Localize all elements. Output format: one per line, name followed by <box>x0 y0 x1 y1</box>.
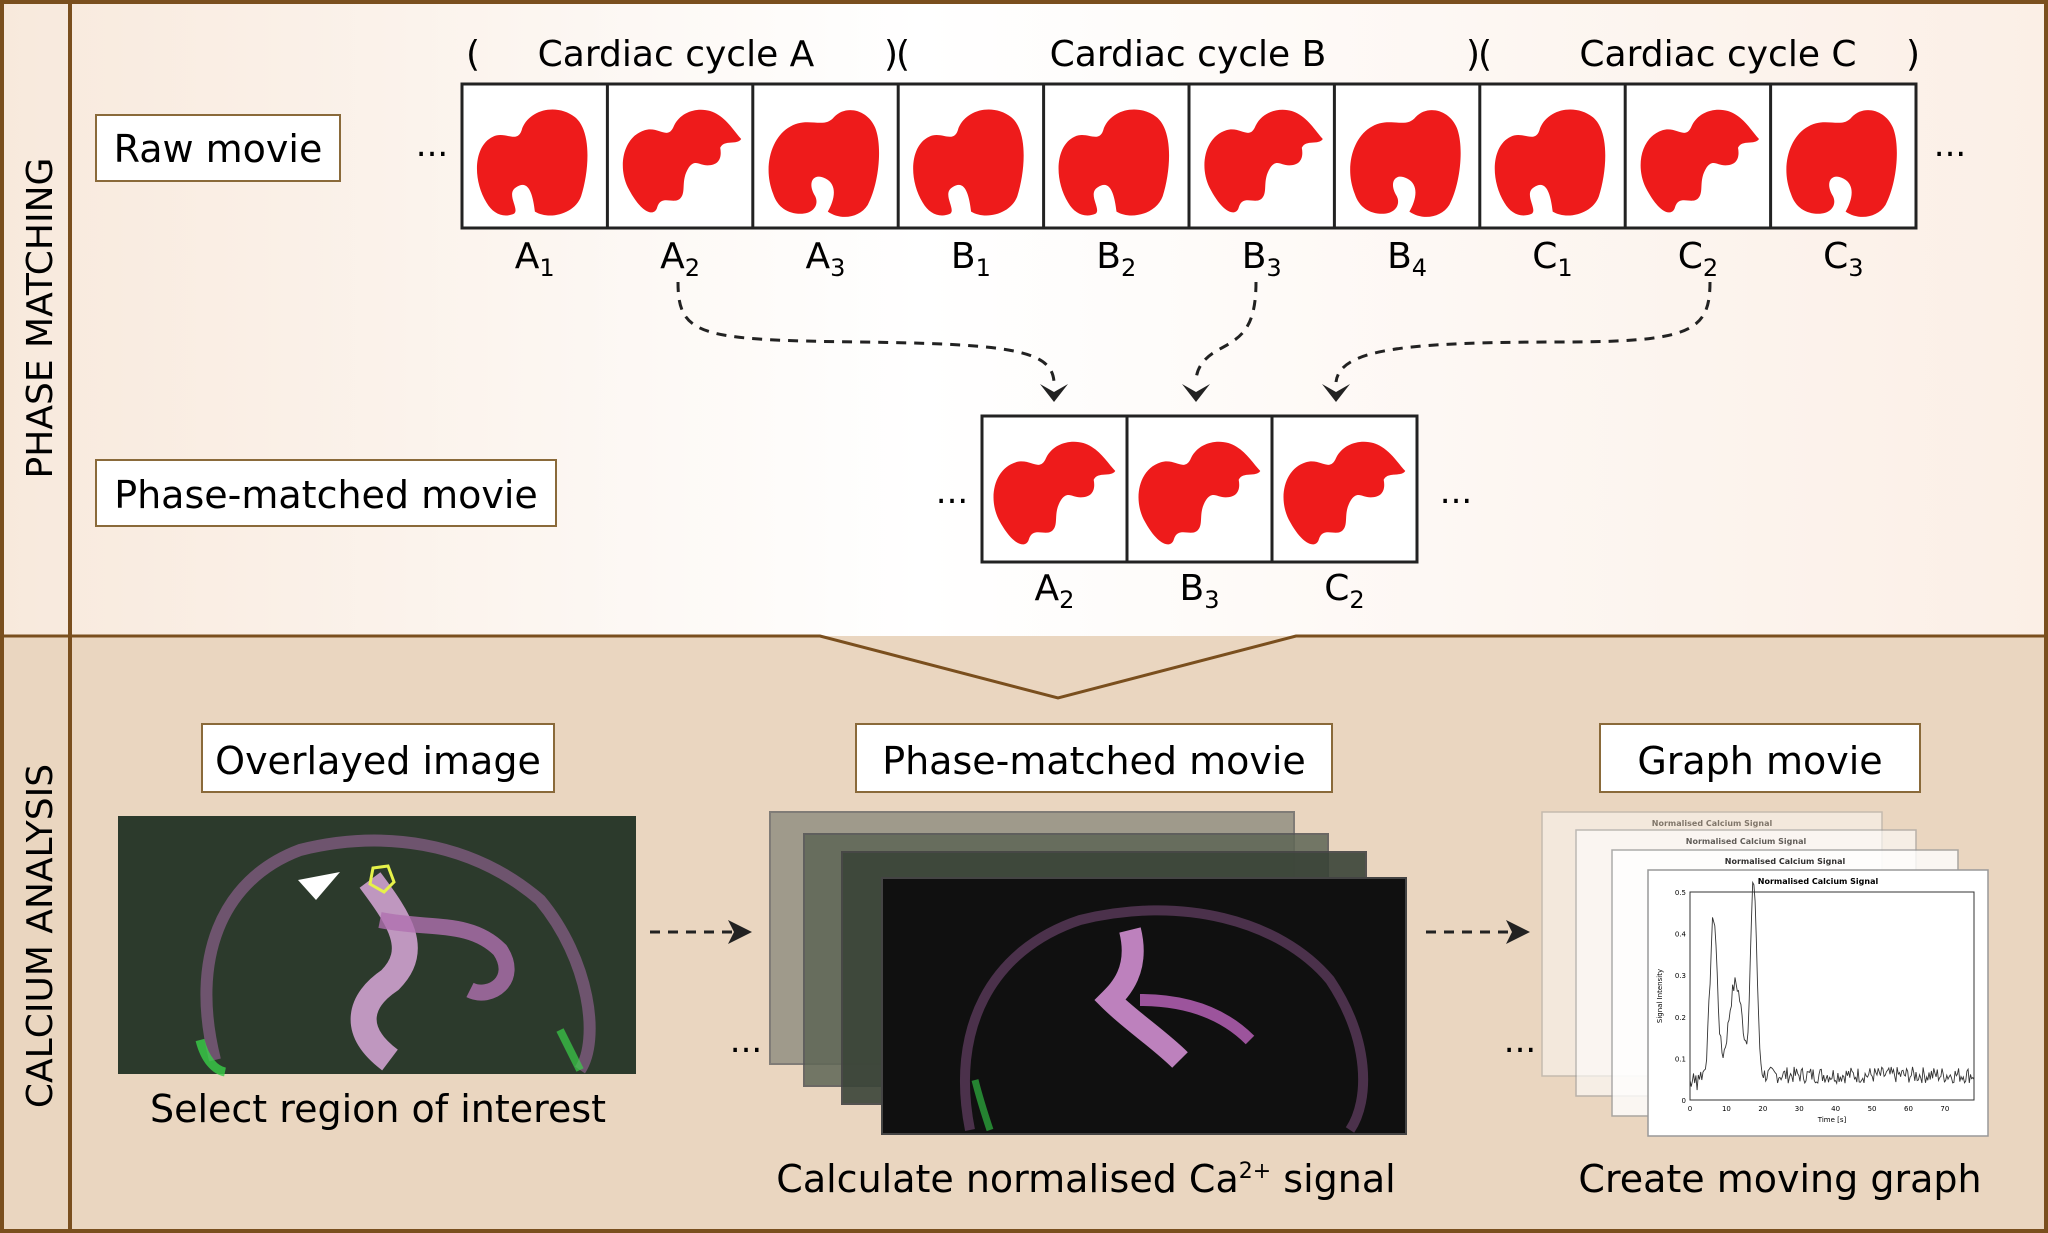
phase-match-arrows <box>676 281 1712 383</box>
signal-trace <box>1689 880 1975 1091</box>
y-tick-label: 0.3 <box>1675 972 1686 980</box>
frame-label: A1 <box>515 236 555 282</box>
mini-graph-title: Normalised Calcium Signal <box>1758 877 1879 886</box>
graph-title-box <box>1599 723 1921 793</box>
cycle-c-label: Cardiac cycle C <box>1579 34 1856 75</box>
arrow-c2-to-match <box>1334 281 1712 383</box>
frame-label: B1 <box>951 236 991 282</box>
funnel-divider <box>0 634 2048 700</box>
overlayed-title-box <box>201 723 555 793</box>
graph-frame-bg <box>1647 869 1989 1137</box>
graph-caption: Create moving graph <box>1578 1157 1981 1201</box>
graph-ellipsis: ... <box>1504 1021 1536 1061</box>
overlayed-title: Overlayed image <box>215 739 541 783</box>
frame-label: C3 <box>1823 236 1863 282</box>
frame-label: B3 <box>1242 236 1282 282</box>
x-tick-label: 40 <box>1831 1105 1840 1113</box>
cycle-a-open-paren: ( <box>466 34 480 75</box>
arrow-b3-to-match <box>1194 281 1258 383</box>
mini-graph-title: Normalised Calcium Signal <box>1725 857 1846 866</box>
mini-graph-title: Normalised Calcium Signal <box>1686 837 1807 846</box>
y-tick-label: 0 <box>1682 1097 1686 1105</box>
frame-label: A2 <box>1035 568 1075 614</box>
frame-label: B2 <box>1096 236 1136 282</box>
raw-movie-ellipsis-left: ... <box>416 125 448 165</box>
section-label-calcium-analysis: CALCIUM ANALYSIS <box>20 764 61 1108</box>
x-tick-label: 10 <box>1722 1105 1731 1113</box>
phase-matched-filmstrip: A2 B3 C2 <box>980 414 1419 614</box>
x-tick-label: 30 <box>1795 1105 1804 1113</box>
frame-label: C1 <box>1532 236 1572 282</box>
graph-frame: Normalised Calcium Signal 0 0.1 0.2 0.3 0.4 0.… <box>1647 869 1989 1137</box>
arrow-head-icon <box>728 920 752 944</box>
frame-label: A3 <box>806 236 846 282</box>
x-tick-label: 60 <box>1904 1105 1913 1113</box>
raw-movie-filmstrip: A1 A2 A3 B1 B2 B3 B4 C1 C2 C3 <box>460 82 1918 282</box>
x-tick-label: 20 <box>1758 1105 1767 1113</box>
frame-label: A2 <box>660 236 700 282</box>
movie-ellipsis: ... <box>730 1021 762 1061</box>
section-label-phase-matching: PHASE MATCHING <box>20 158 61 479</box>
frame-label: C2 <box>1678 236 1718 282</box>
cycle-b-close-paren: ) <box>1466 34 1480 75</box>
movie-caption: Calculate normalised Ca2+ signal <box>776 1157 1395 1201</box>
movie-title: Phase-matched movie <box>882 739 1306 783</box>
pointer-arrow-icon <box>298 872 340 900</box>
graph-title: Graph movie <box>1637 739 1882 783</box>
raw-movie-label-box <box>95 114 341 182</box>
x-tick-label: 70 <box>1940 1105 1949 1113</box>
cycle-a-close-paren: ) <box>884 34 898 75</box>
overlayed-caption: Select region of interest <box>150 1087 606 1131</box>
roi-outline <box>368 864 396 894</box>
raw-movie-ellipsis-right: ... <box>1934 125 1966 165</box>
cycle-b-label: Cardiac cycle B <box>1050 34 1327 75</box>
frame-label: C2 <box>1324 568 1364 614</box>
cycle-c-open-paren: ( <box>1478 34 1492 75</box>
frame-label: B4 <box>1387 236 1427 282</box>
mini-graph-xlabel: Time [s] <box>1817 1116 1847 1124</box>
y-tick-label: 0.1 <box>1675 1055 1686 1063</box>
raw-movie-label: Raw movie <box>114 127 323 171</box>
phase-matched-label-box <box>95 459 557 527</box>
cycle-c-close-paren: ) <box>1906 34 1920 75</box>
cycle-a-label: Cardiac cycle A <box>538 34 815 75</box>
phase-matched-ellipsis-right: ... <box>1440 472 1472 512</box>
x-tick-label: 0 <box>1688 1105 1692 1113</box>
phase-matched-label: Phase-matched movie <box>114 473 538 517</box>
frame-label: B3 <box>1180 568 1220 614</box>
movie-stack <box>769 811 1407 1135</box>
cycle-b-open-paren: ( <box>896 34 910 75</box>
mini-graph-ylabel: Signal Intensity <box>1656 969 1664 1023</box>
arrow-a2-to-match <box>676 281 1056 383</box>
mini-plot-area <box>1689 891 1975 1101</box>
y-tick-label: 0.2 <box>1675 1014 1686 1022</box>
phase-matched-ellipsis-left: ... <box>936 472 968 512</box>
overlayed-image <box>118 816 636 1077</box>
y-tick-label: 0.5 <box>1675 889 1686 897</box>
arrow-head-icon <box>1506 920 1530 944</box>
x-tick-label: 50 <box>1868 1105 1877 1113</box>
mini-graph-title: Normalised Calcium Signal <box>1652 819 1773 828</box>
movie-title-box <box>855 723 1333 793</box>
y-tick-label: 0.4 <box>1675 931 1687 939</box>
